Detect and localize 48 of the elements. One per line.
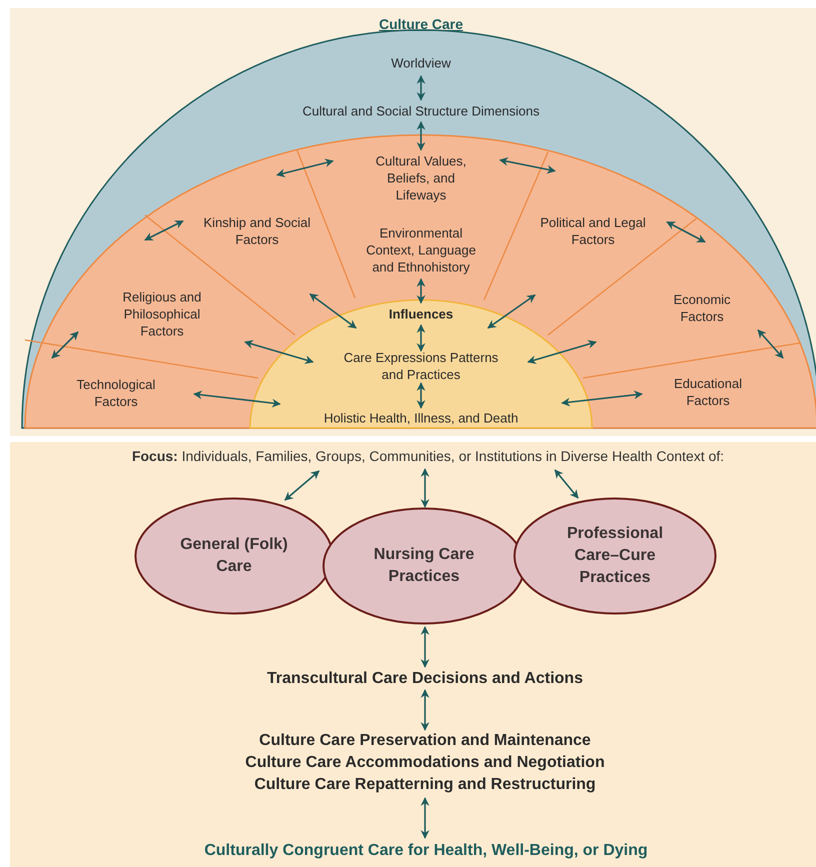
double-arrow <box>416 382 426 409</box>
double-arrow <box>144 220 184 241</box>
focus-statement: Focus: Individuals, Families, Groups, Communities, or Institutions in Diverse Health Context of: <box>132 447 724 465</box>
concept-label: Educational Factors <box>673 375 743 409</box>
double-arrow <box>420 468 430 508</box>
double-arrow <box>244 340 314 364</box>
double-arrow <box>416 278 426 304</box>
concept-label: Worldview <box>391 54 451 72</box>
concept-label: Holistic Health, Illness, and Death <box>324 410 518 426</box>
double-arrow <box>276 158 334 178</box>
concept-label: Culture Care Preservation and Maintenance <box>259 731 591 751</box>
concept-label: Culturally Congruent Care for Health, Well-Being, or Dying <box>204 841 648 861</box>
double-arrow <box>420 689 430 731</box>
double-arrow <box>51 331 79 359</box>
double-arrow <box>193 390 281 408</box>
concept-label: Cultural and Social Structure Dimensions <box>302 102 540 120</box>
double-arrow <box>309 293 357 329</box>
concept-label: Transcultural Care Decisions and Actions <box>267 669 583 689</box>
double-arrow <box>487 294 536 329</box>
concept-label: Culture Care Repatterning and Restructuring <box>254 775 596 795</box>
double-arrow <box>420 626 430 668</box>
concept-label: Economic Factors <box>672 291 732 325</box>
double-arrow <box>527 340 597 364</box>
double-arrow <box>416 75 426 101</box>
concept-label: Professional Care–Cure Practices <box>566 524 664 588</box>
concept-label: Political and Legal Factors <box>539 214 647 248</box>
double-arrow <box>499 157 556 174</box>
double-arrow <box>666 221 706 243</box>
concept-label: Culture Care Accommodations and Negotiation <box>245 753 605 773</box>
concept-label: Influences <box>388 306 454 322</box>
concept-label: Cultural Values, Beliefs, and Lifeways <box>374 152 468 204</box>
double-arrow <box>416 121 426 151</box>
concept-label: Care Expressions Patterns and Practices <box>342 349 500 383</box>
concept-label: Kinship and Social Factors <box>203 214 311 248</box>
double-arrow <box>416 324 426 352</box>
double-arrow <box>554 469 579 499</box>
double-arrow <box>420 797 430 839</box>
concept-label: General (Folk) Care <box>179 535 289 577</box>
diagram-title: Culture Care <box>378 15 464 34</box>
concept-label: Religious and Philosophical Factors <box>122 288 202 340</box>
double-arrow <box>757 329 784 359</box>
concept-label: Environmental Context, Language and Ethnohistory <box>365 224 477 276</box>
concept-label: Technological Factors <box>76 376 156 410</box>
care-ellipse <box>134 497 334 615</box>
double-arrow <box>284 470 320 501</box>
care-ellipse <box>513 497 717 615</box>
double-arrow <box>561 390 643 406</box>
concept-label: Nursing Care Practices <box>372 545 476 587</box>
